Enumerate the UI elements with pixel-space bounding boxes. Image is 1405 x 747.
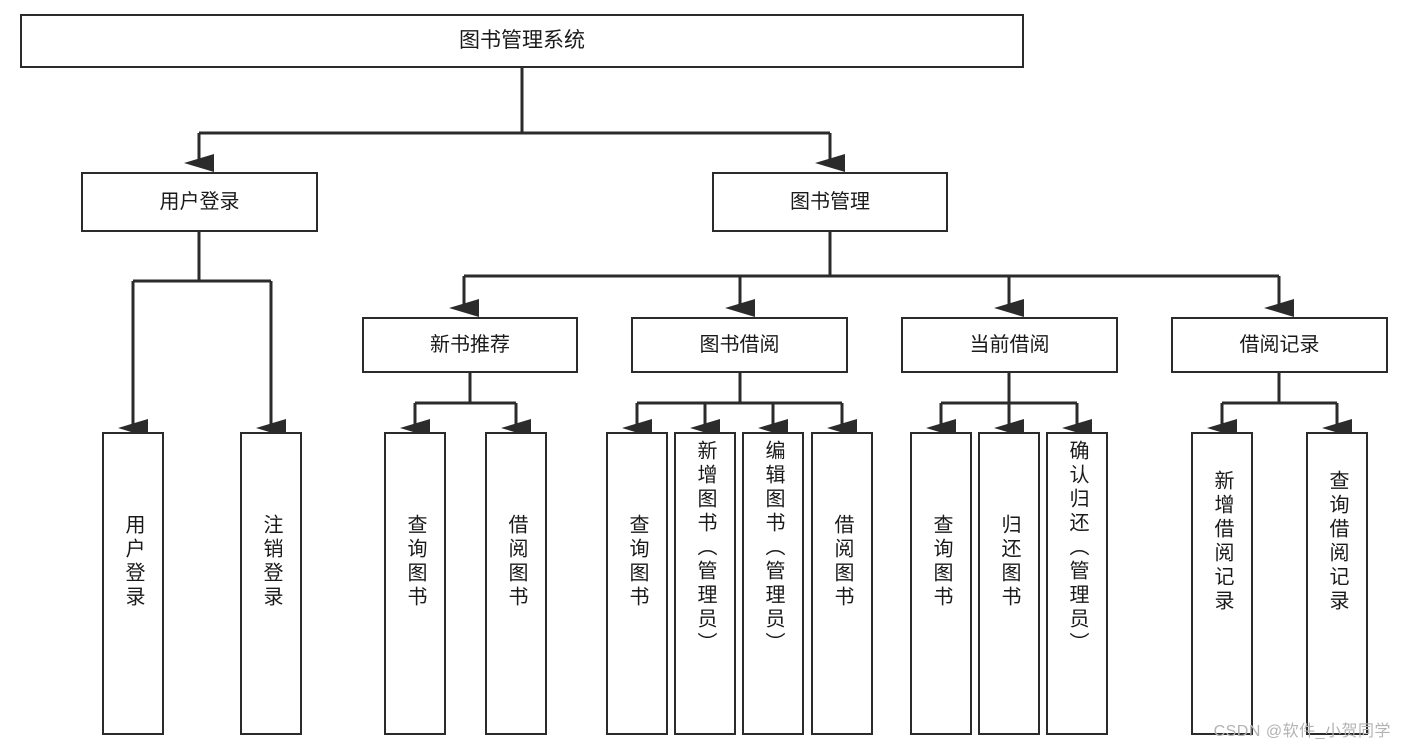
node-root-system-label: 图书管理系统 bbox=[459, 29, 585, 53]
node-leaf-query-book-1[interactable]: 查询图书 bbox=[384, 432, 446, 735]
node-leaf-return-book[interactable]: 归还图书 bbox=[978, 432, 1040, 735]
node-borrow-record-label: 借阅记录 bbox=[1239, 333, 1320, 356]
node-leaf-user-login[interactable]: 用户登录 bbox=[102, 432, 164, 735]
node-leaf-query-book-1-label: 查询图书 bbox=[404, 514, 426, 610]
node-leaf-edit-book-label: 编辑图书（管理员） bbox=[762, 440, 784, 656]
node-root-system[interactable]: 图书管理系统 bbox=[20, 14, 1024, 68]
node-leaf-query-book-2[interactable]: 查询图书 bbox=[606, 432, 668, 735]
node-leaf-query-book-3-label: 查询图书 bbox=[930, 514, 952, 610]
node-new-book-recommend[interactable]: 新书推荐 bbox=[362, 317, 578, 373]
node-user-login[interactable]: 用户登录 bbox=[81, 172, 318, 232]
node-leaf-borrow-book-1-label: 借阅图书 bbox=[505, 514, 527, 610]
node-leaf-borrow-book-2-label: 借阅图书 bbox=[831, 514, 853, 610]
node-borrow-record[interactable]: 借阅记录 bbox=[1171, 317, 1388, 373]
node-leaf-add-book[interactable]: 新增图书（管理员） bbox=[674, 432, 736, 735]
node-leaf-user-login-label: 用户登录 bbox=[122, 514, 144, 610]
node-leaf-borrow-book-1[interactable]: 借阅图书 bbox=[485, 432, 547, 735]
node-book-borrow-label: 图书借阅 bbox=[699, 333, 780, 356]
node-current-borrow-label: 当前借阅 bbox=[969, 333, 1050, 356]
node-leaf-query-record[interactable]: 查询借阅记录 bbox=[1306, 432, 1368, 735]
csdn-watermark: CSDN @软件_小贺同学 bbox=[1213, 723, 1391, 740]
node-leaf-return-book-label: 归还图书 bbox=[998, 514, 1020, 610]
node-book-manage[interactable]: 图书管理 bbox=[712, 172, 948, 232]
node-leaf-borrow-book-2[interactable]: 借阅图书 bbox=[811, 432, 873, 735]
node-leaf-add-record[interactable]: 新增借阅记录 bbox=[1191, 432, 1253, 735]
node-book-manage-label: 图书管理 bbox=[790, 190, 870, 213]
node-leaf-confirm-return-label: 确认归还（管理员） bbox=[1066, 440, 1088, 656]
node-leaf-add-book-label: 新增图书（管理员） bbox=[694, 440, 716, 656]
node-leaf-user-logout[interactable]: 注销登录 bbox=[240, 432, 302, 735]
node-leaf-query-record-label: 查询借阅记录 bbox=[1326, 470, 1348, 614]
node-leaf-add-record-label: 新增借阅记录 bbox=[1211, 470, 1233, 614]
node-leaf-query-book-3[interactable]: 查询图书 bbox=[910, 432, 972, 735]
node-leaf-user-logout-label: 注销登录 bbox=[260, 514, 282, 610]
node-new-book-recommend-label: 新书推荐 bbox=[430, 333, 510, 356]
node-user-login-label: 用户登录 bbox=[159, 190, 240, 213]
node-leaf-edit-book[interactable]: 编辑图书（管理员） bbox=[742, 432, 804, 735]
node-leaf-query-book-2-label: 查询图书 bbox=[626, 514, 648, 610]
node-book-borrow[interactable]: 图书借阅 bbox=[631, 317, 848, 373]
node-leaf-confirm-return[interactable]: 确认归还（管理员） bbox=[1046, 432, 1108, 735]
node-current-borrow[interactable]: 当前借阅 bbox=[901, 317, 1118, 373]
